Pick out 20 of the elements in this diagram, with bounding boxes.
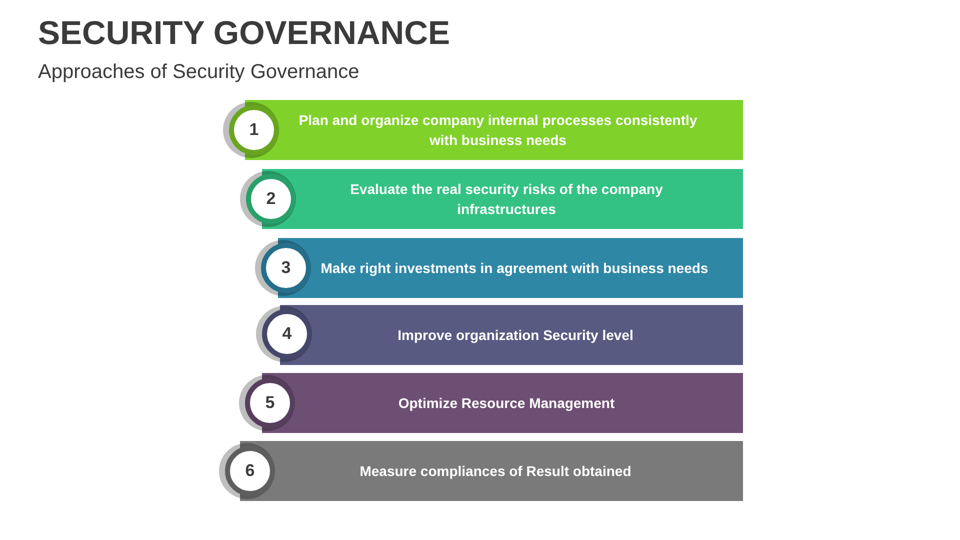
step-text: Measure compliances of Result obtained — [360, 462, 632, 481]
step-text: Improve organization Security level — [398, 326, 634, 345]
step-text: Optimize Resource Management — [398, 394, 615, 413]
step-bar — [240, 441, 743, 501]
step-number: 5 — [245, 378, 295, 428]
step-number: 1 — [229, 105, 279, 155]
step-bar — [245, 100, 743, 160]
step-text: Make right investments in agreement with business needs — [320, 259, 708, 278]
step-text: Evaluate the real security risks of the company infrastructures — [349, 180, 664, 219]
step-bar — [262, 373, 743, 433]
step-number: 4 — [262, 309, 312, 359]
step-text: Plan and organize company internal processes consistently with business needs — [298, 111, 698, 150]
subtitle: Approaches of Security Governance — [38, 61, 360, 84]
step-number: 3 — [261, 243, 311, 293]
title: SECURITY GOVERNANCE — [38, 14, 450, 52]
step-bar — [262, 169, 743, 229]
step-bar — [280, 305, 743, 365]
step-bar — [278, 238, 743, 298]
step-number: 2 — [246, 174, 296, 224]
step-number: 6 — [225, 446, 275, 496]
